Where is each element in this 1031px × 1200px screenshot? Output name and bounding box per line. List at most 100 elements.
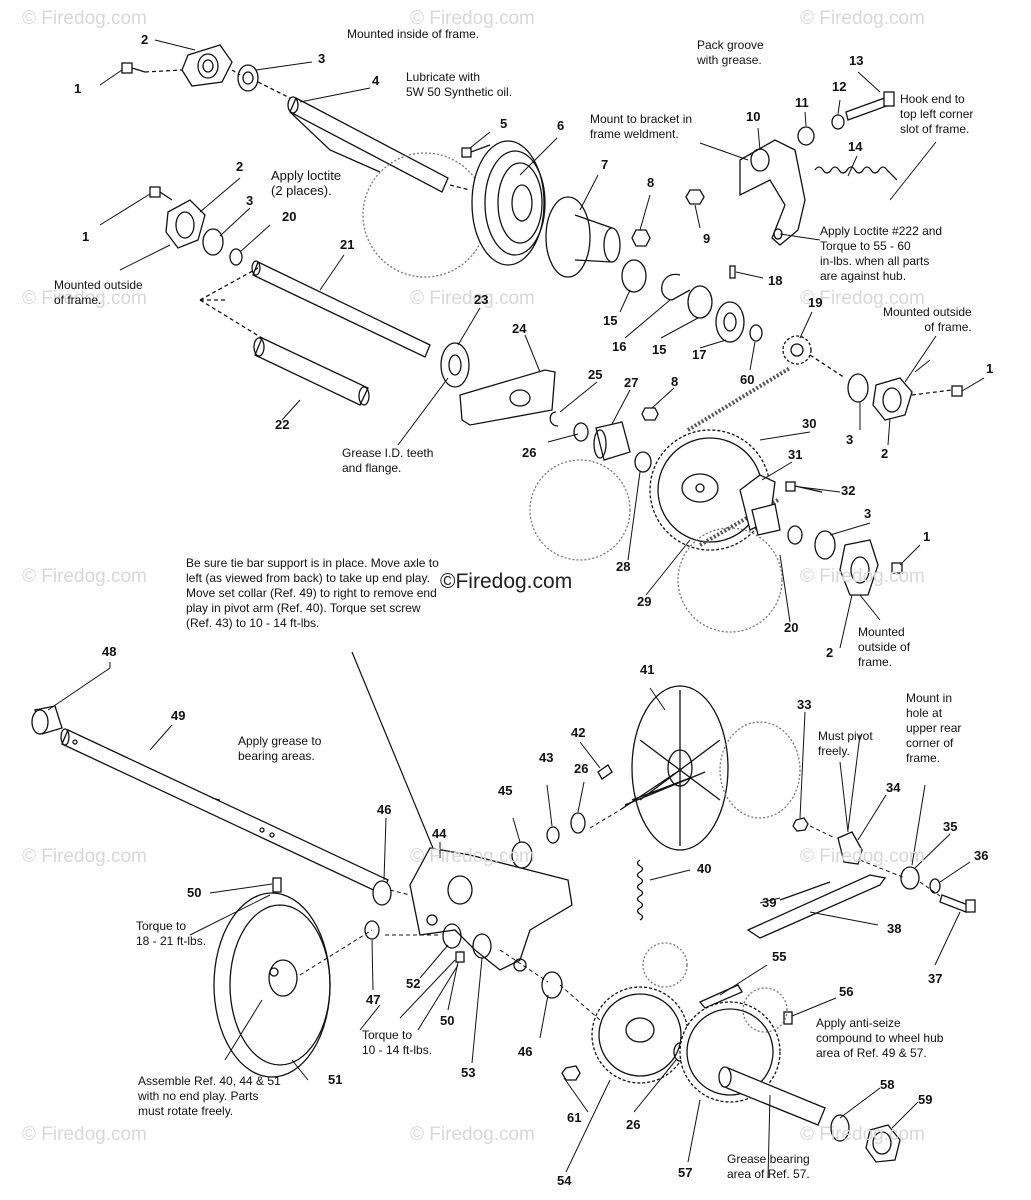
- callout-number: 21: [340, 237, 355, 252]
- watermark-text: © Firedog.com: [410, 846, 535, 867]
- bearing-part: [511, 841, 533, 869]
- callout-number: 22: [275, 417, 290, 432]
- bolt-part: [939, 894, 976, 913]
- washer-part: [830, 1114, 850, 1142]
- callout-number: 24: [512, 321, 527, 336]
- callout-number: 18: [768, 273, 783, 288]
- washer-part: [546, 826, 560, 844]
- bushing-part: [31, 705, 63, 735]
- callout-number: 44: [432, 826, 447, 841]
- nut-part: [865, 1124, 901, 1163]
- note-torque-18: Torque to 18 - 21 ft-lbs.: [136, 919, 207, 948]
- callout-number: 13: [849, 53, 864, 68]
- callout-number: 52: [406, 976, 421, 991]
- callout-number: 16: [612, 339, 627, 354]
- callout-number: 27: [624, 375, 639, 390]
- note-anti-seize: Apply anti-seize compound to wheel hub a…: [816, 1016, 944, 1060]
- pin-part: [729, 265, 736, 279]
- nut-part: [792, 817, 809, 832]
- collar-part: [715, 301, 745, 343]
- watermark-text: © Firedog.com: [22, 8, 147, 29]
- clip-part: [549, 411, 559, 427]
- hole-part: [509, 389, 531, 407]
- nut-part: [685, 189, 705, 205]
- set-screw-part: [455, 951, 465, 963]
- callout-number: 25: [588, 367, 603, 382]
- rod-part: [746, 874, 887, 939]
- callout-number: 40: [697, 861, 712, 876]
- watermark-text: © Firedog.com: [22, 288, 147, 309]
- callout-number: 7: [601, 157, 609, 172]
- callout-number: 32: [841, 483, 856, 498]
- watermark-text: © Firedog.com: [410, 8, 535, 29]
- bolt-part: [149, 186, 173, 201]
- callout-number: 11: [795, 95, 809, 110]
- callout-number: 36: [974, 848, 989, 863]
- watermark-text: © Firedog.com: [410, 1124, 535, 1145]
- note-mounted-outside-left: Mounted outside of frame.: [54, 278, 143, 307]
- housing-outline: [719, 721, 801, 819]
- bolt-part: [891, 562, 903, 574]
- washer-part: [364, 920, 380, 940]
- gear-part: [440, 342, 470, 388]
- callout-number: 54: [557, 1173, 572, 1188]
- gear-outline: [677, 527, 783, 633]
- note-apply-loctite: Apply loctite (2 places).: [271, 168, 342, 198]
- watermark-text: © Firedog.com: [22, 1124, 147, 1145]
- callout-number: 45: [498, 783, 513, 798]
- callout-number: 42: [571, 725, 586, 740]
- callout-number: 3: [846, 432, 854, 447]
- note-pack-groove: Pack groove with grease.: [697, 38, 764, 67]
- callout-number: 20: [784, 620, 799, 635]
- callout-number: 59: [918, 1092, 933, 1107]
- callout-number: 3: [318, 51, 326, 66]
- callout-number: 43: [539, 750, 554, 765]
- callout-number: 6: [557, 118, 565, 133]
- callout-number: 28: [616, 559, 631, 574]
- callout-number: 56: [839, 984, 854, 999]
- pinion-part: [593, 421, 631, 461]
- callout-number: 34: [886, 780, 901, 795]
- note-mounted-outside-right: Mounted outside of frame.: [883, 305, 972, 334]
- watermark-text: © Firedog.com: [800, 8, 925, 29]
- watermark-text: © Firedog.com: [800, 1124, 925, 1145]
- note-grease-bearing: Grease bearing area of Ref. 57.: [727, 1152, 810, 1181]
- callout-number: 35: [943, 819, 958, 834]
- callout-number: 29: [637, 594, 652, 609]
- center-watermark: ©Firedog.com: [440, 570, 573, 593]
- callout-number: 23: [474, 292, 489, 307]
- callout-number: 2: [826, 645, 834, 660]
- watermark-text: © Firedog.com: [410, 288, 535, 309]
- note-mounted-outside-bottom: Mounted outside of frame.: [858, 625, 911, 669]
- sprocket-part: [782, 335, 812, 365]
- washer-part: [621, 259, 647, 293]
- hub-part: [545, 196, 621, 278]
- callout-number: 8: [671, 374, 679, 389]
- shaft-part: [287, 96, 449, 193]
- flange-bearing-part: [872, 377, 913, 421]
- gear-outline: [529, 459, 631, 561]
- note-grease-id: Grease I.D. teeth and flange.: [342, 446, 434, 475]
- callout-number: 41: [640, 662, 655, 677]
- bolt-part: [845, 91, 895, 121]
- washer-part: [442, 923, 462, 949]
- flange-bearing-part: [165, 199, 206, 249]
- callout-number: 33: [797, 697, 812, 712]
- bolt-part: [461, 144, 491, 158]
- bearing-part: [202, 228, 224, 256]
- callout-number: 9: [703, 231, 711, 246]
- note-mount-bracket: Mount to bracket in frame weldment.: [590, 112, 693, 141]
- bracket-part: [739, 139, 806, 246]
- spring-part: [636, 859, 644, 921]
- watermark-text: © Firedog.com: [800, 566, 925, 587]
- note-must-pivot: Must pivot freely.: [818, 729, 873, 758]
- callout-number: 60: [740, 372, 755, 387]
- washer-part: [229, 248, 243, 266]
- bolt-part: [785, 481, 823, 493]
- callout-number: 2: [881, 446, 889, 461]
- washer-part: [787, 525, 803, 545]
- tube-part: [253, 337, 370, 406]
- gear-part: [591, 986, 689, 1084]
- callout-number: 19: [808, 295, 823, 310]
